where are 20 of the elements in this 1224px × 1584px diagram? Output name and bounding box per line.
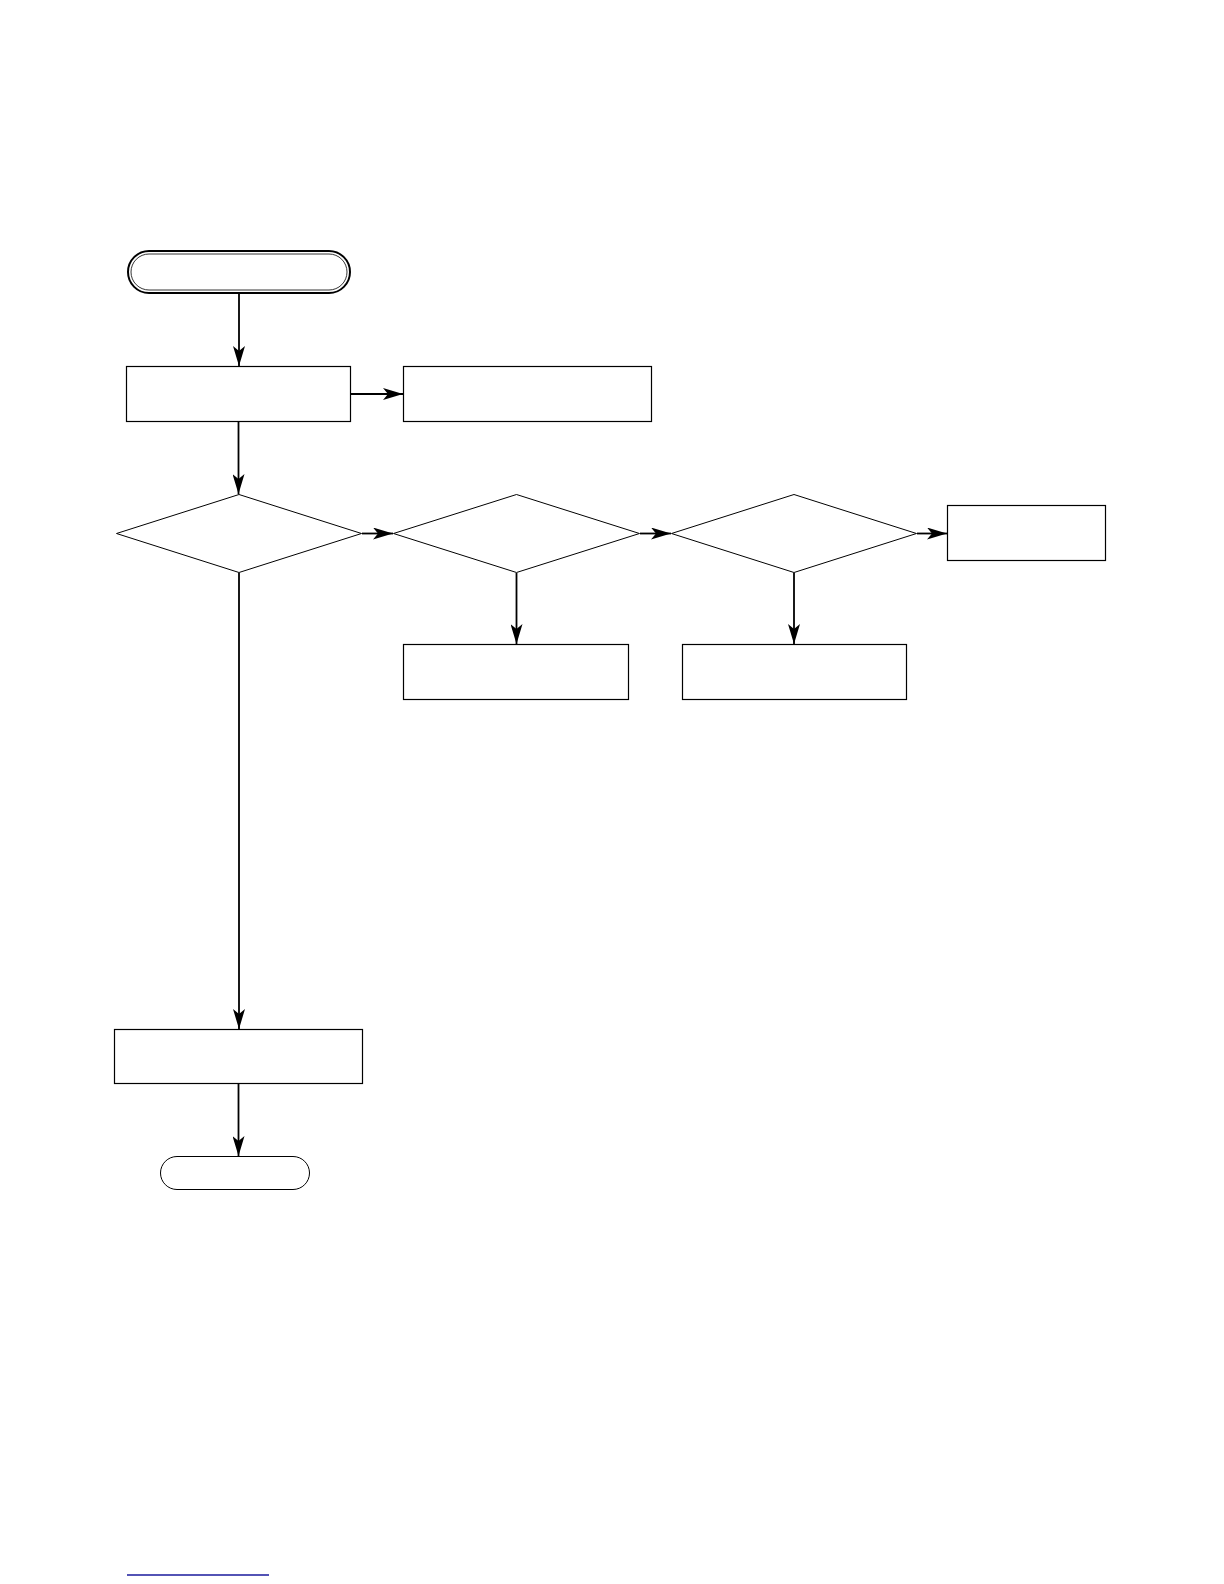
arrow (361, 527, 394, 540)
decision-diamond (393, 494, 640, 573)
arrow (510, 572, 523, 645)
arrow (788, 572, 800, 645)
process-box (403, 644, 629, 700)
arrow (233, 572, 245, 1030)
arrow (232, 1083, 245, 1157)
process-box (403, 366, 652, 422)
process-box (126, 366, 351, 422)
terminal-oval (127, 250, 351, 294)
arrow (916, 527, 948, 540)
process-box (682, 644, 907, 700)
arrow (233, 293, 245, 367)
decision-diamond (116, 494, 362, 573)
process-box (114, 1029, 363, 1084)
process-box (947, 505, 1106, 561)
arrow (232, 421, 245, 495)
decision-diamond (671, 494, 917, 573)
arrow (350, 388, 404, 400)
arrow (639, 527, 672, 540)
